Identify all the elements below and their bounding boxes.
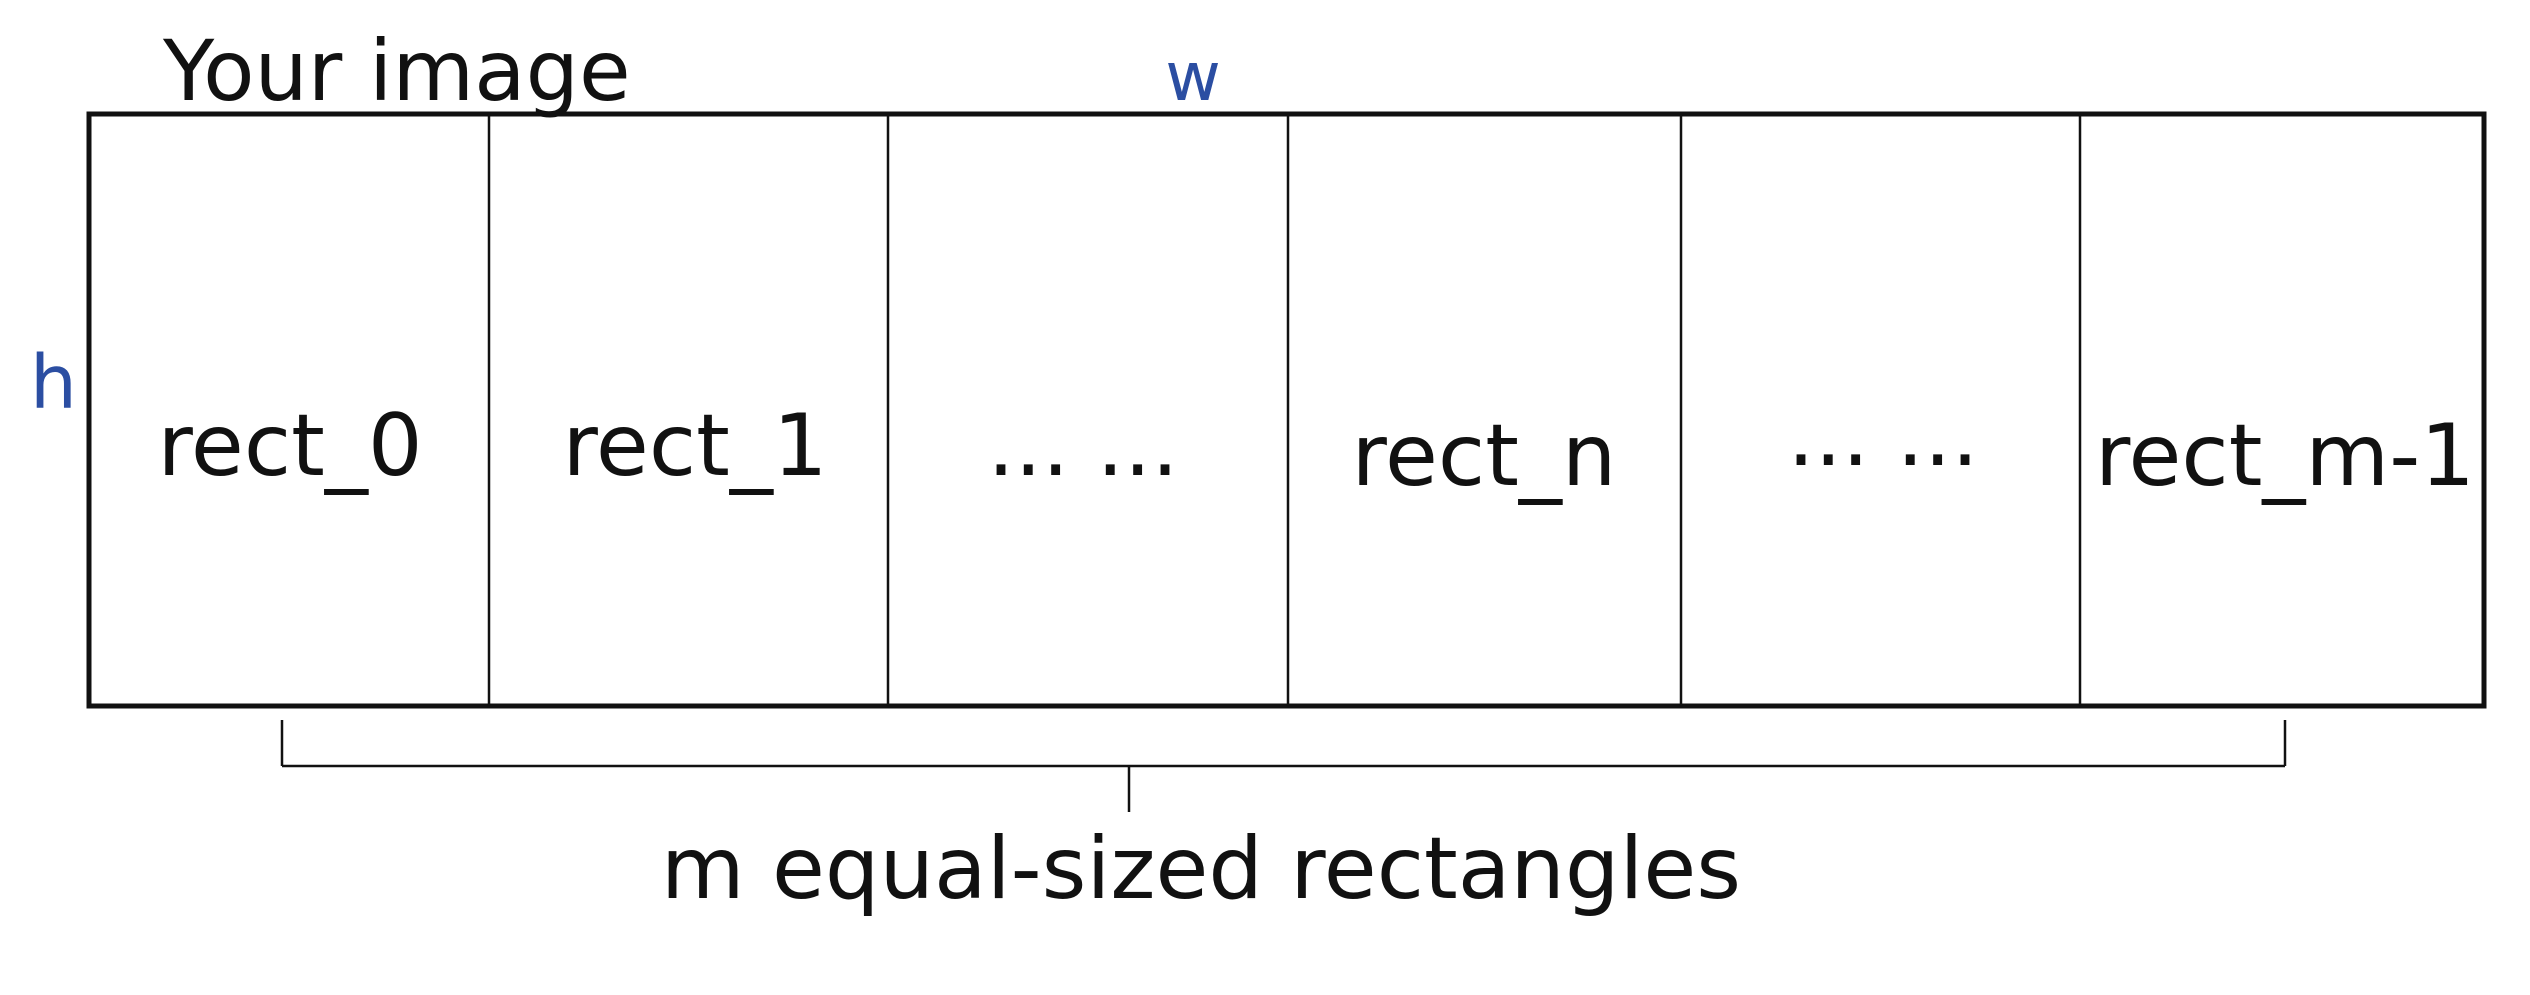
rect-label-m-1: rect_m-1 (2095, 406, 2475, 506)
rect-label-1: rect_1 (562, 396, 827, 496)
height-label: h (30, 340, 77, 426)
rect-dividers (487, 114, 2082, 706)
bracket (280, 720, 2287, 812)
rect-label-0: rect_0 (157, 396, 422, 496)
bracket-caption: m equal-sized rectangles (661, 819, 1741, 919)
image-title: Your image (162, 22, 631, 120)
rect-label-n: rect_n (1352, 406, 1617, 506)
rect-label-ellipsis-2: ... ... (1787, 386, 1978, 486)
width-label: w (1165, 38, 1221, 117)
image-frame (86, 111, 2487, 709)
rect-label-ellipsis-1: ... ... (987, 396, 1178, 496)
